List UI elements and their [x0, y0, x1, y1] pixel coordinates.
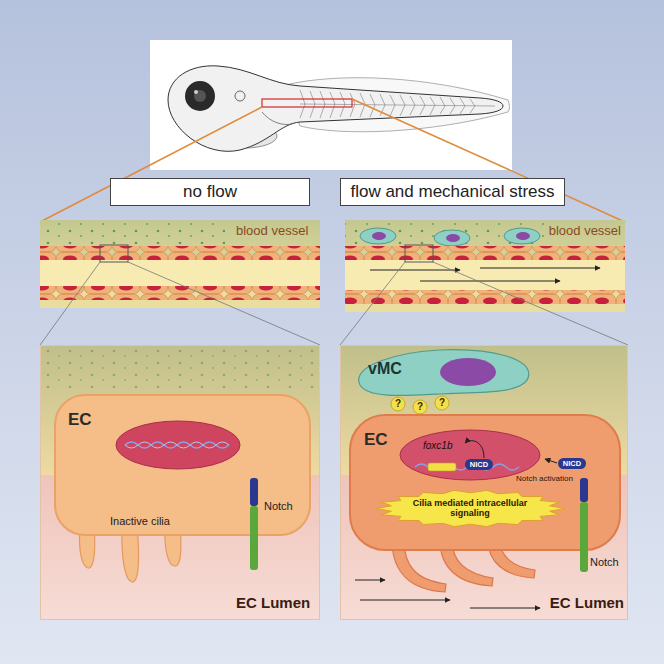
- node-label: EC Lumen: [550, 594, 624, 611]
- no-flow-cell-part: [40, 348, 320, 388]
- vessel-scene-part: [370, 270, 460, 271]
- mural-cell: vMC: [355, 350, 530, 396]
- flow-cell-part: [580, 478, 588, 502]
- no-flow-cell-part: [116, 421, 240, 469]
- endothelial-cell: EC Inactive cilia: [55, 395, 310, 535]
- zoom-panel: EC Lumen EC Inactive cilia: [40, 345, 320, 620]
- flow-cell-part: [440, 358, 496, 386]
- vessel-scene-part: [345, 220, 625, 312]
- vessel-scene-part: [345, 304, 625, 312]
- zebrafish-drawing-part: [300, 90, 475, 118]
- vessel-scene-part: [40, 260, 320, 286]
- condition-label: flow and mechanical stress: [350, 182, 554, 202]
- flow-cell-part: [391, 397, 405, 411]
- vessel-scene-part: [433, 262, 628, 345]
- vessel-scene-part: [372, 232, 386, 240]
- vessel-scene-part: [420, 281, 560, 282]
- node-label: blood vessel: [549, 224, 621, 239]
- endothelial-cell: EC Cilia mediated intracellular signaling: [350, 415, 620, 550]
- vessel-scene-part: [100, 245, 128, 262]
- no-flow-cell: [40, 345, 320, 620]
- starburst-outline: [376, 490, 565, 526]
- vessel-scene-part: [516, 232, 530, 240]
- flow-cell-part: [580, 502, 588, 572]
- zebrafish-drawing: [150, 40, 512, 170]
- zebrafish-drawing-part: [185, 81, 215, 111]
- flow-cell-part: [465, 459, 493, 470]
- vessel-scene-part: [446, 234, 460, 242]
- flow-cell-part: [545, 459, 557, 463]
- no-flow-cell-part: [250, 478, 258, 506]
- node-label: EC: [68, 410, 92, 430]
- no-flow-cell-part: [41, 346, 320, 620]
- flow-cell: [340, 345, 628, 620]
- vessel-scene-part: [40, 220, 320, 308]
- receptor-label: Notch: [590, 556, 619, 569]
- zebrafish-drawing-part: [300, 104, 495, 106]
- no-flow-cell-part: [125, 442, 229, 448]
- vessel-scene-part: [128, 262, 320, 345]
- flow-cell-part: [341, 346, 628, 620]
- signal-label: Cilia mediated intracellular signaling: [410, 498, 530, 519]
- node-label: EC Lumen: [236, 594, 310, 611]
- zebrafish-drawing-part: [194, 90, 198, 94]
- flow-cell-part: [470, 608, 540, 609]
- receptor-label: Notch: [264, 500, 293, 513]
- no-flow-cell-part: [250, 506, 258, 570]
- zebrafish-drawing-part: [168, 66, 503, 152]
- vessel-scene-part: [405, 245, 433, 262]
- vessel-scene-part: [40, 246, 320, 260]
- zebrafish-drawing-part: [262, 99, 352, 107]
- unknown-signal: ?: [434, 396, 450, 410]
- zebrafish-drawing-part: [194, 90, 206, 102]
- node-label: vMC: [368, 360, 402, 378]
- condition-box: no flow: [110, 178, 310, 206]
- signal-burst: Cilia mediated intracellular signaling: [375, 489, 566, 528]
- zebrafish-drawing-part: [150, 40, 512, 170]
- condition-box: flow and mechanical stress: [340, 178, 565, 206]
- no-flow-cell-part: [55, 395, 310, 535]
- vessel-scene-part: [40, 300, 320, 308]
- flow-cell-part: [435, 396, 449, 410]
- node-label: blood vessel: [236, 224, 308, 239]
- nicd-label: NICD: [465, 459, 493, 470]
- condition-label: no flow: [183, 182, 237, 202]
- flow-cell-part: [350, 415, 620, 550]
- vessel-scene-part: [360, 228, 396, 244]
- flow-cell-part: [359, 350, 529, 396]
- node-label: EC: [364, 430, 388, 450]
- flow-cell-part: [355, 580, 385, 581]
- vessel-scene-part: [345, 246, 625, 260]
- flow-cell-part: [400, 430, 540, 480]
- flow-cell-part: [465, 441, 484, 458]
- unknown-signal: ?: [390, 397, 406, 411]
- vessel-scene-part: [340, 262, 405, 345]
- vessel-scene-part: [40, 222, 225, 244]
- vessel-panel: blood vessel: [40, 220, 320, 308]
- unknown-signal: ?: [412, 400, 428, 414]
- vessel-scene-part: [40, 262, 100, 345]
- flow-cell-part: [428, 463, 456, 471]
- gene-label: foxc1b: [423, 440, 452, 452]
- node-label: Inactive cilia: [110, 515, 170, 528]
- vessel-scene: [40, 220, 628, 345]
- zoom-panel: EC Lumen vMC EC Cilia mediated intracellula…: [340, 345, 628, 620]
- vessel-scene-part: [504, 228, 540, 244]
- process-label: Notch activation: [516, 474, 573, 483]
- vessel-scene-part: [434, 230, 470, 246]
- vessel-scene-part: [345, 290, 625, 304]
- no-flow-cell-part: [125, 442, 229, 448]
- vessel-scene-part: [40, 286, 320, 300]
- zebrafish-drawing-part: [262, 112, 292, 125]
- zebrafish-drawing-part: [235, 91, 245, 101]
- flow-cell-part: [413, 400, 427, 414]
- nicd-label: NICD: [558, 458, 586, 469]
- flow-cell-part: [558, 458, 586, 469]
- zoom-line: [40, 99, 625, 222]
- vessel-scene-part: [480, 268, 600, 269]
- flow-cell-part: [360, 600, 450, 601]
- vessel-panel: blood vessel: [345, 220, 625, 312]
